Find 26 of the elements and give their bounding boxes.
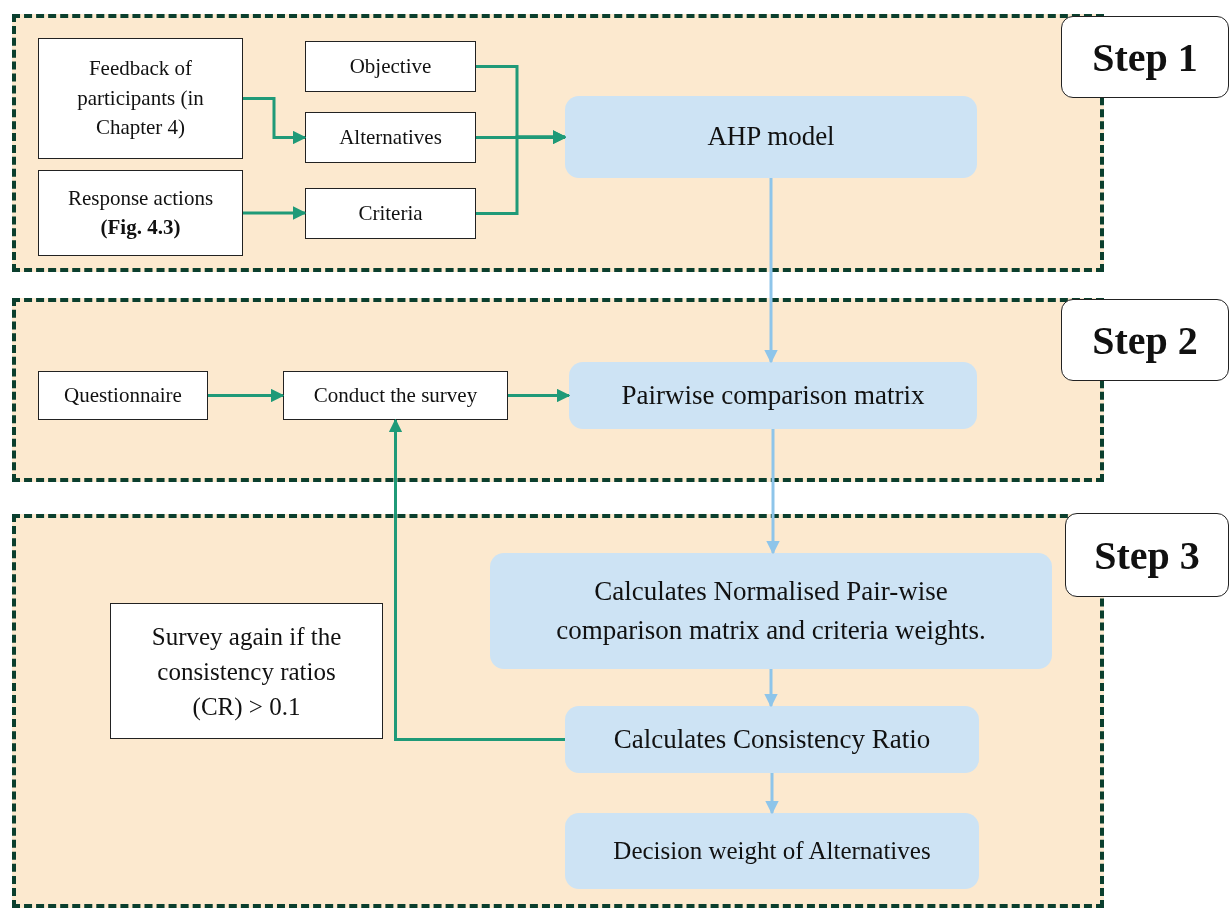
arrow <box>765 773 779 815</box>
arrow <box>764 669 778 708</box>
process-box: Feedback of participants (in Chapter 4) <box>38 38 243 159</box>
process-box: Conduct the survey <box>283 371 508 420</box>
arrow <box>508 388 571 403</box>
process-step-box: Calculates Normalised Pair-wise comparison matrix and criteria weights. <box>490 553 1052 669</box>
step-label: Step 2 <box>1061 299 1229 381</box>
process-box: Response actions (Fig. 4.3) <box>38 170 243 256</box>
arrow <box>243 97 307 145</box>
process-step-box: Pairwise comparison matrix <box>569 362 977 429</box>
process-box: Objective <box>305 41 476 92</box>
process-box: Survey again if the consistency ratios (CR) > 0.1 <box>110 603 383 739</box>
arrow <box>476 130 567 215</box>
arrow <box>388 418 565 741</box>
process-box: Criteria <box>305 188 476 239</box>
arrow <box>764 178 778 364</box>
arrow <box>766 429 780 555</box>
process-step-box: Decision weight of Alternatives <box>565 813 979 889</box>
arrow <box>208 388 285 403</box>
process-box: Alternatives <box>305 112 476 163</box>
process-step-box: AHP model <box>565 96 977 178</box>
arrow <box>243 206 307 220</box>
step-label: Step 1 <box>1061 16 1229 98</box>
process-box: Questionnaire <box>38 371 208 420</box>
process-step-box: Calculates Consistency Ratio <box>565 706 979 773</box>
step-label: Step 3 <box>1065 513 1229 597</box>
